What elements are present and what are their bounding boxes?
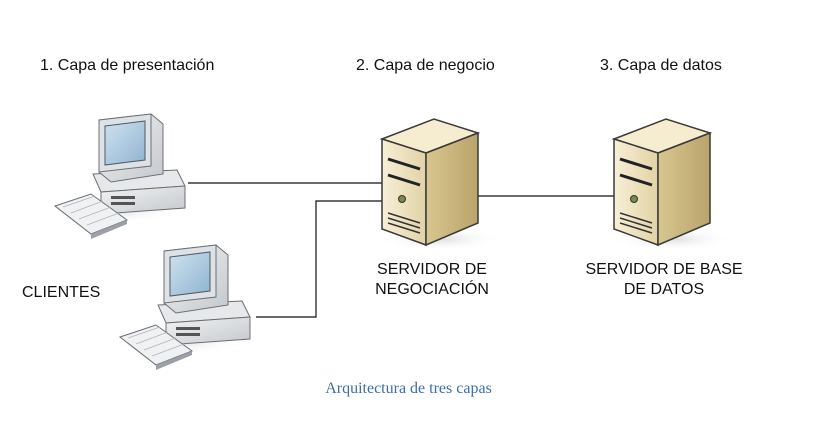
client-computer-icon bbox=[110, 244, 251, 370]
connection-lines bbox=[188, 182, 615, 318]
db-server-label-line1: SERVIDOR DE BASE bbox=[585, 261, 743, 278]
layer-label-business: 2. Capa de negocio bbox=[356, 57, 495, 74]
db-server-label-line2: DE DATOS bbox=[623, 281, 705, 298]
layer-label-presentation: 1. Capa de presentación bbox=[40, 57, 215, 74]
server-tower-icon bbox=[610, 118, 734, 251]
business-server-label-line1: SERVIDOR DE bbox=[377, 261, 487, 278]
connector-client2-to-business-server bbox=[256, 200, 384, 318]
clients-label: CLIENTES bbox=[22, 284, 101, 301]
client-computer-icon bbox=[45, 113, 186, 239]
business-server-label: SERVIDOR DE NEGOCIACIÓN bbox=[352, 260, 512, 300]
layer-label-data: 3. Capa de datos bbox=[600, 57, 722, 74]
server-tower-icon bbox=[378, 118, 502, 251]
business-server-label-line2: NEGOCIACIÓN bbox=[375, 281, 489, 298]
db-server-label: SERVIDOR DE BASE DE DATOS bbox=[566, 260, 762, 300]
figure-caption: Arquitectura de tres capas bbox=[325, 380, 492, 397]
